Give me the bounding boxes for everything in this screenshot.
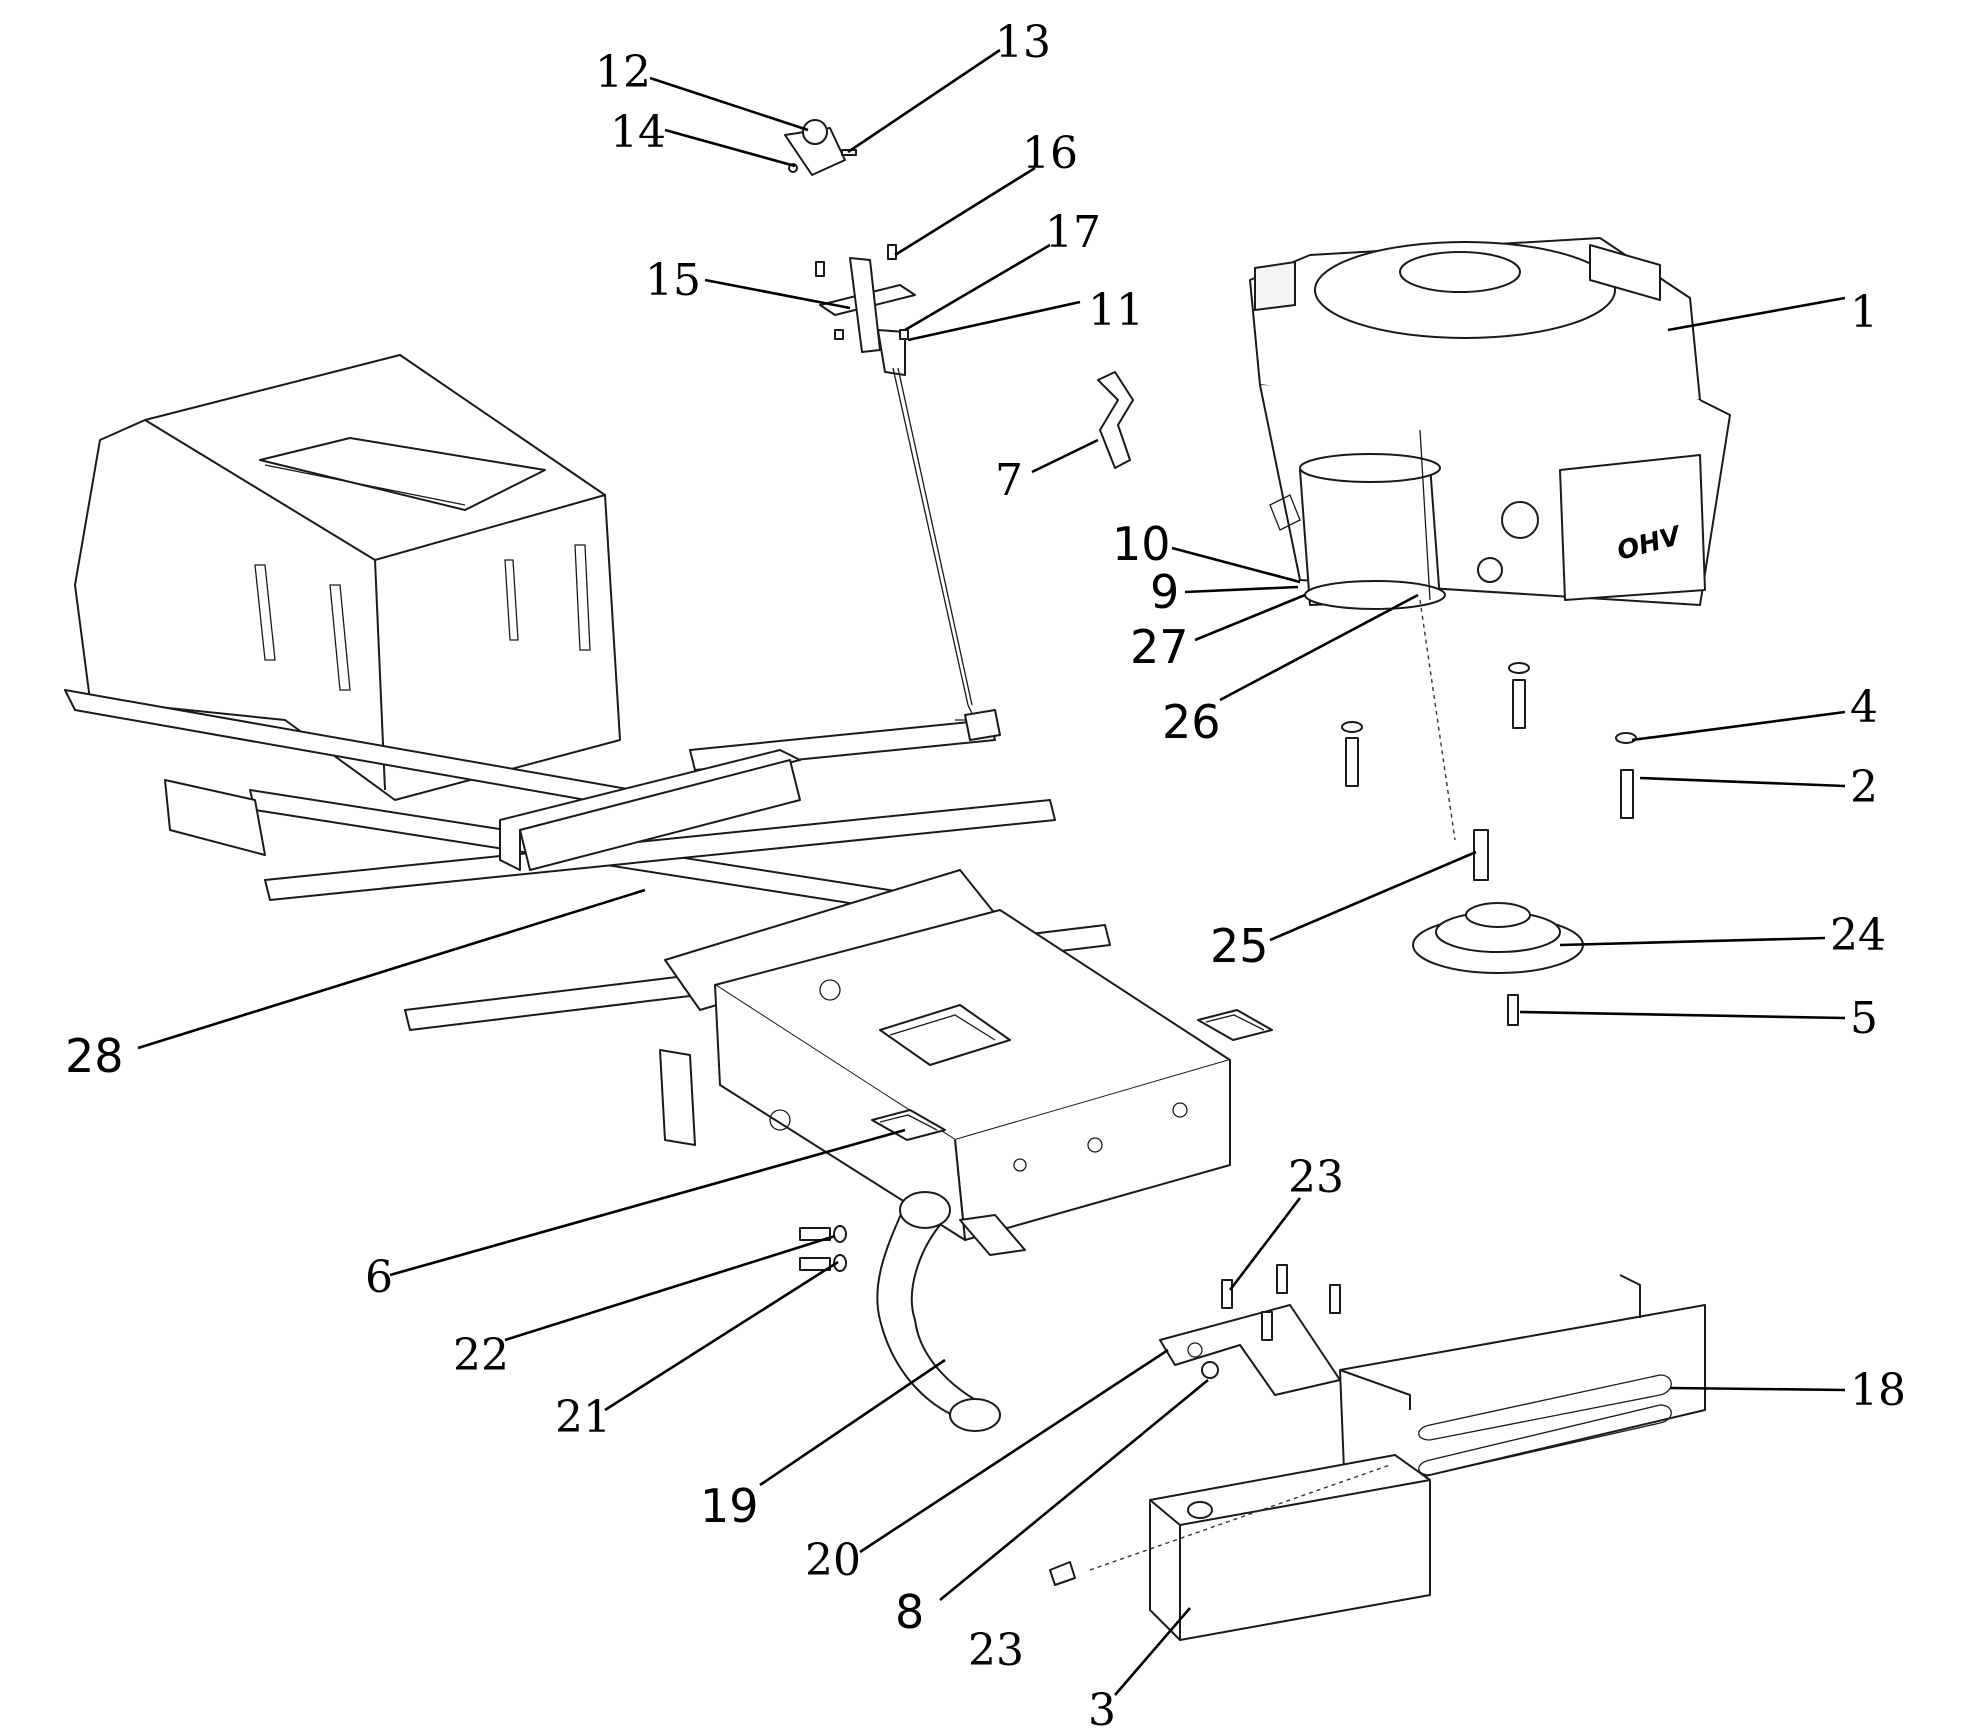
chassis-frame bbox=[64, 354, 1231, 1256]
callout-21: 21 bbox=[555, 1392, 611, 1443]
callout-1: 1 bbox=[1850, 287, 1878, 338]
callout-6: 6 bbox=[365, 1252, 393, 1303]
callout-15: 15 bbox=[645, 255, 701, 306]
callout-18: 18 bbox=[1850, 1365, 1906, 1416]
decal-right bbox=[1197, 1009, 1273, 1041]
exhaust-pipe-part-19 bbox=[876, 1191, 1001, 1432]
pulley-part-24 bbox=[1412, 902, 1584, 974]
clip-part-7 bbox=[1097, 371, 1134, 469]
callout-11: 11 bbox=[1088, 285, 1144, 336]
muffler-part-3 bbox=[1049, 1454, 1431, 1641]
heat-shield-part-18 bbox=[1339, 1274, 1706, 1496]
callout-22: 22 bbox=[453, 1330, 509, 1381]
callout-23-bottom: 23 bbox=[968, 1625, 1024, 1676]
callout-23-top: 23 bbox=[1288, 1152, 1344, 1203]
callout-5: 5 bbox=[1850, 993, 1878, 1044]
callout-27: 27 bbox=[1130, 620, 1189, 674]
callout-25: 25 bbox=[1210, 919, 1269, 973]
callout-4: 4 bbox=[1850, 682, 1878, 733]
callout-20: 20 bbox=[805, 1535, 861, 1586]
choke-knob-assembly bbox=[784, 119, 857, 176]
engine-mount-hardware bbox=[1341, 662, 1637, 881]
callout-9: 9 bbox=[1150, 565, 1179, 619]
callout-2: 2 bbox=[1850, 762, 1878, 813]
engine: OHV bbox=[1249, 237, 1731, 841]
leader-lines bbox=[137, 48, 1846, 1696]
callout-24: 24 bbox=[1830, 910, 1886, 961]
callout-13: 13 bbox=[995, 17, 1051, 68]
throttle-cable-assembly bbox=[815, 244, 1001, 741]
callout-19: 19 bbox=[700, 1479, 759, 1533]
bracket-part-20 bbox=[1159, 1264, 1341, 1396]
callout-16: 16 bbox=[1022, 128, 1078, 179]
callout-14: 14 bbox=[610, 107, 666, 158]
callout-3: 3 bbox=[1088, 1685, 1116, 1735]
callout-labels: 1 2 3 4 5 6 7 8 9 10 11 12 13 14 15 16 1… bbox=[65, 17, 1906, 1735]
callout-28: 28 bbox=[65, 1029, 124, 1083]
callout-7: 7 bbox=[995, 455, 1023, 506]
callout-17: 17 bbox=[1045, 207, 1101, 258]
callout-8: 8 bbox=[895, 1585, 924, 1639]
bolts-part-21-22 bbox=[799, 1225, 847, 1272]
callout-12: 12 bbox=[595, 47, 651, 98]
callout-10: 10 bbox=[1112, 517, 1171, 571]
key-part-5 bbox=[1507, 994, 1519, 1026]
callout-26: 26 bbox=[1162, 695, 1221, 749]
